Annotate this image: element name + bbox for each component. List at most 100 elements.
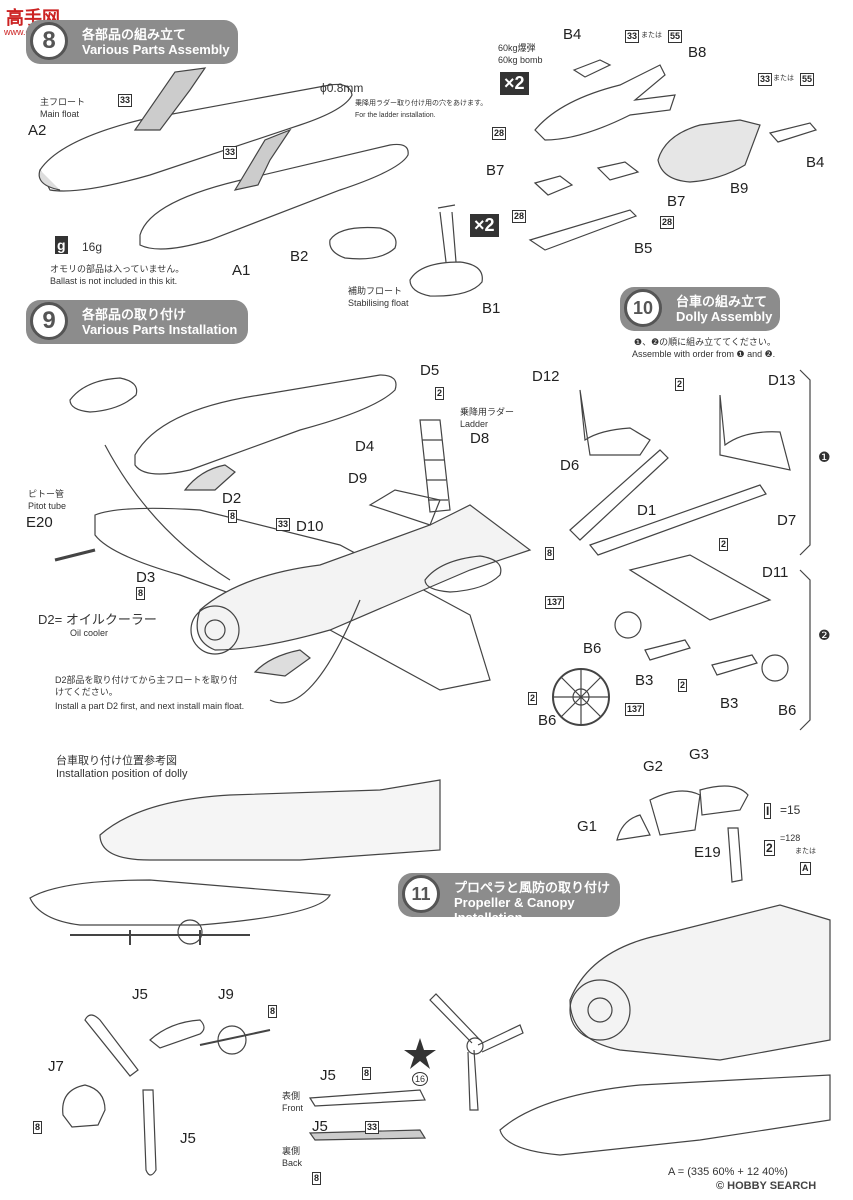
footer-watermark: © HOBBY SEARCH <box>716 1180 817 1192</box>
part-b2-label: B2 <box>290 248 309 265</box>
wheel-b6a <box>614 611 642 639</box>
ref-dolly <box>70 930 250 945</box>
part-b5 <box>528 209 638 251</box>
stab-float-jp: 補助フロート <box>348 286 403 296</box>
part-g1-label: G1 <box>577 818 598 835</box>
color-code-33e: 33 <box>276 518 291 531</box>
step10-note-jp: ❶、❷の順に組み立ててください。 <box>634 337 776 347</box>
part-d5-label: D5 <box>420 362 440 379</box>
color-code-8f: 8 <box>362 1067 372 1080</box>
part-b7a <box>533 175 574 196</box>
color-code-33c: 33 <box>625 30 640 43</box>
color-code-8e: 8 <box>33 1121 43 1134</box>
main-float-step9 <box>134 374 397 475</box>
dolly-ref-en: Installation position of dolly <box>56 768 188 780</box>
part-d3-label: D3 <box>136 569 156 586</box>
main-float-label-jp: 主フロート <box>40 97 86 107</box>
legend-value-1: =15 <box>780 803 801 817</box>
part-d12-label: D12 <box>532 368 560 385</box>
color-code-2a: 2 <box>435 387 445 400</box>
d2-note-en: Install a part D2 first, and next instal… <box>55 701 245 711</box>
part-d6-label: D6 <box>560 457 580 474</box>
dolly-d13 <box>719 394 791 471</box>
color-code-8c: 8 <box>545 547 555 560</box>
pitot-label-en: Pitot tube <box>28 501 67 511</box>
part-b9-label: B9 <box>730 180 749 197</box>
part-d1-label: D1 <box>637 502 657 519</box>
dolly-d1 <box>589 484 767 556</box>
legend-code-a: A <box>800 862 811 875</box>
color-code-8g: 8 <box>312 1172 322 1185</box>
part-j5c-label: J5 <box>180 1130 196 1147</box>
part-b4b <box>768 122 818 143</box>
bomb-label-jp: 60kg爆弾 <box>498 43 536 53</box>
part-d4-label: D4 <box>355 438 375 455</box>
nose-cowl <box>569 979 631 1041</box>
bombs-lower <box>253 649 311 677</box>
or-label-a: または <box>641 32 662 39</box>
dolly-d12 <box>579 389 651 456</box>
blade-back <box>308 1129 427 1141</box>
part-d8-label: D8 <box>470 430 490 447</box>
legend-code-2: 2 <box>764 840 775 856</box>
legend-or: または <box>795 848 816 855</box>
front-label-en: Front <box>282 1103 304 1113</box>
color-code-55a: 55 <box>668 30 683 43</box>
part-d13-label: D13 <box>768 372 796 389</box>
color-code-16: 16 <box>412 1072 429 1086</box>
ref-float <box>29 879 331 926</box>
legend-code-1: I <box>764 803 772 819</box>
stab-float-en: Stabilising float <box>348 298 409 308</box>
canopy-g3 <box>699 785 749 816</box>
ladder-label-en: Ladder <box>460 419 489 429</box>
part-d7-label: D7 <box>777 512 797 529</box>
canopy-g1 <box>616 814 651 841</box>
step8-title-en: Various Parts Assembly <box>82 42 230 57</box>
color-code-2b: 2 <box>675 378 685 391</box>
pitot-label-jp: ピトー管 <box>28 489 65 499</box>
part-b7b-label: B7 <box>667 193 686 210</box>
e19-part <box>727 827 743 883</box>
color-code-33a: 33 <box>118 94 133 107</box>
dolly-ref-jp: 台車取り付け位置参考図 <box>56 755 177 767</box>
step11-title-jp: プロペラと風防の取り付け <box>454 880 611 895</box>
blade-j5c <box>142 1089 157 1176</box>
wing-float-left <box>69 377 138 413</box>
step9-title-jp: 各部品の取り付け <box>82 307 187 322</box>
part-b6b-label: B6 <box>778 702 797 719</box>
bomb-label-en: 60kg bomb <box>498 55 543 65</box>
part-j5b-label: J5 <box>320 1067 336 1084</box>
color-code-28c: 28 <box>660 216 675 229</box>
ladder-d8 <box>419 419 451 513</box>
wheel-b6b <box>761 654 789 682</box>
hub-j9 <box>217 1025 247 1055</box>
main-float-label-en: Main float <box>40 109 80 119</box>
color-code-33b: 33 <box>223 146 238 159</box>
part-a1-label: A1 <box>232 262 251 279</box>
or-label-b: または <box>773 75 794 82</box>
star-mark <box>404 1038 436 1069</box>
color-code-28b: 28 <box>512 210 527 223</box>
front-label-jp: 表側 <box>282 1091 301 1101</box>
wing-main <box>94 507 491 691</box>
part-b3b-label: B3 <box>720 695 739 712</box>
part-b1-label: B1 <box>482 300 501 317</box>
bomb-b9 <box>657 119 761 183</box>
weight-value: 16g <box>82 240 103 254</box>
part-e19-label: E19 <box>694 844 721 861</box>
ballast-note-en: Ballast is not included in this kit. <box>50 276 178 286</box>
ballast-note-jp: オモリの部品は入っていません。 <box>50 264 185 274</box>
step8-title-jp: 各部品の組み立て <box>82 27 187 42</box>
blade-j5b <box>149 1019 205 1049</box>
part-b3a-label: B3 <box>635 672 654 689</box>
stabilising-float <box>409 261 483 297</box>
step10-title-jp: 台車の組み立て <box>676 294 768 309</box>
color-code-8d: 8 <box>268 1005 278 1018</box>
fuselage <box>196 504 532 651</box>
step11-header: 11 プロペラと風防の取り付け Propeller & Canopy Insta… <box>398 873 620 925</box>
nose-float <box>499 1074 831 1156</box>
weight-icon: g <box>55 236 68 254</box>
part-d11-label: D11 <box>762 564 789 581</box>
ladder-hole-note-en: For the ladder installation. <box>355 112 436 119</box>
bombs-left <box>183 464 236 491</box>
